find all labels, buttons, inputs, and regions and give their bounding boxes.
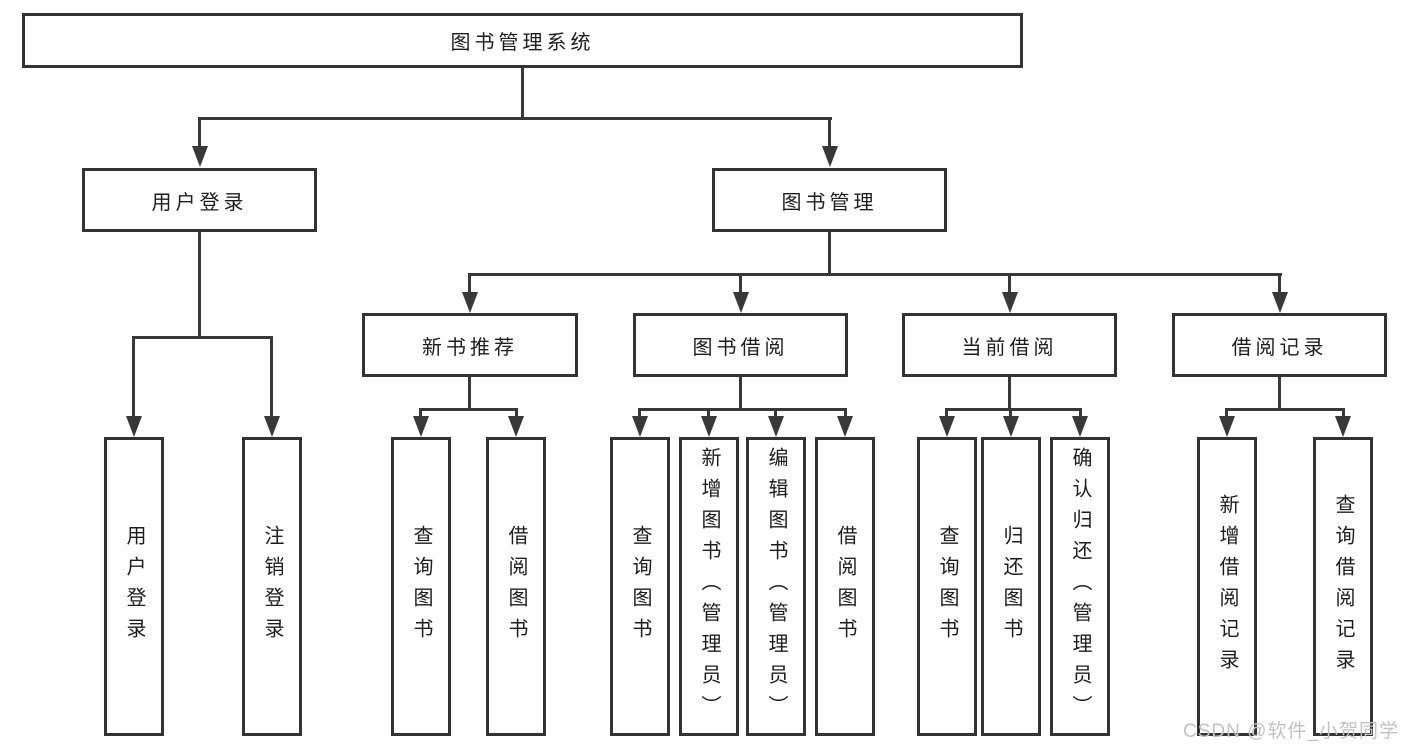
node-label: 新增图书（管理员）: [698, 447, 720, 726]
connector-line: [1342, 408, 1345, 418]
arrowhead-down-icon: [1002, 292, 1018, 313]
connector-line: [1225, 408, 1345, 411]
connector-line: [828, 117, 831, 148]
connector-line: [739, 273, 742, 295]
connector-line: [515, 408, 518, 418]
node-label: 图书管理: [781, 191, 878, 214]
arrowhead-down-icon: [1272, 292, 1288, 313]
connector-line: [419, 408, 518, 411]
connector-line: [419, 408, 422, 418]
connector-line: [945, 408, 1082, 411]
connector-line: [468, 273, 471, 295]
node-label: 归还图书: [1000, 524, 1022, 649]
connector-line: [270, 336, 273, 418]
node-label: 查询图书: [410, 524, 432, 649]
node-label: 借阅记录: [1231, 336, 1328, 359]
connector-line: [1079, 408, 1082, 418]
node-label: 新增借阅记录: [1216, 493, 1238, 680]
node-label: 确认归还（管理员）: [1069, 447, 1091, 726]
arrowhead-down-icon: [1219, 416, 1235, 437]
arrowhead-down-icon: [939, 416, 955, 437]
arrowhead-down-icon: [192, 146, 208, 167]
connector-line: [132, 336, 273, 339]
connector-line: [1008, 377, 1011, 411]
connector-line: [844, 408, 847, 418]
node-current-borrowing: 当前借阅: [902, 313, 1117, 377]
arrowhead-down-icon: [1335, 416, 1351, 437]
arrowhead-down-icon: [632, 416, 648, 437]
connector-line: [739, 377, 742, 411]
node-label: 用户登录: [123, 524, 145, 649]
connector-line: [1009, 408, 1012, 418]
connector-line: [707, 408, 710, 418]
node-query-books-current: 查询图书: [917, 437, 977, 736]
connector-line: [1008, 273, 1011, 295]
node-label: 查询借阅记录: [1332, 493, 1354, 680]
node-borrow-books-borrowing: 借阅图书: [815, 437, 875, 736]
connector-line: [468, 273, 1282, 276]
node-confirm-return-admin: 确认归还（管理员）: [1050, 437, 1110, 736]
node-book-management: 图书管理: [712, 168, 947, 232]
node-label: 借阅图书: [505, 524, 527, 649]
node-label: 查询图书: [629, 524, 651, 649]
node-label: 借阅图书: [834, 524, 856, 649]
arrowhead-down-icon: [413, 416, 429, 437]
connector-line: [132, 336, 135, 418]
connector-line: [828, 232, 831, 276]
node-query-borrow-record: 查询借阅记录: [1313, 437, 1373, 736]
node-logout: 注销登录: [242, 437, 302, 736]
node-borrow-books-recommend: 借阅图书: [486, 437, 546, 736]
node-add-borrow-record: 新增借阅记录: [1197, 437, 1257, 736]
connector-line: [774, 408, 777, 418]
arrowhead-down-icon: [768, 416, 784, 437]
arrowhead-down-icon: [733, 292, 749, 313]
connector-line: [468, 377, 471, 411]
node-label: 新书推荐: [422, 336, 518, 359]
connector-line: [1278, 273, 1281, 295]
node-add-books-admin: 新增图书（管理员）: [679, 437, 739, 736]
connector-line: [1278, 377, 1281, 411]
arrowhead-down-icon: [1003, 416, 1019, 437]
connector-line: [638, 408, 641, 418]
node-label: 注销登录: [261, 524, 283, 649]
connector-line: [1225, 408, 1228, 418]
node-label: 当前借阅: [961, 336, 1058, 359]
node-user-login-leaf: 用户登录: [104, 437, 164, 736]
arrowhead-down-icon: [837, 416, 853, 437]
node-query-books-recommend: 查询图书: [391, 437, 451, 736]
arrowhead-down-icon: [126, 416, 142, 437]
arrowhead-down-icon: [462, 292, 478, 313]
node-label: 用户登录: [151, 191, 248, 214]
arrowhead-down-icon: [1072, 416, 1088, 437]
node-label: 图书借阅: [692, 336, 789, 359]
node-label: 编辑图书（管理员）: [765, 447, 787, 726]
arrowhead-down-icon: [822, 146, 838, 167]
connector-line: [945, 408, 948, 418]
node-borrowing-records: 借阅记录: [1172, 313, 1387, 377]
connector-line: [198, 232, 201, 339]
node-label: 查询图书: [936, 524, 958, 649]
connector-line: [521, 68, 524, 117]
node-return-books: 归还图书: [981, 437, 1041, 736]
node-edit-books-admin: 编辑图书（管理员）: [746, 437, 806, 736]
node-new-book-recommendation: 新书推荐: [362, 313, 578, 377]
node-query-books-borrowing: 查询图书: [610, 437, 670, 736]
node-label: 图书管理系统: [450, 32, 595, 54]
node-book-borrowing: 图书借阅: [633, 313, 848, 377]
watermark: CSDN @软件_小贺同学: [1183, 721, 1399, 742]
arrowhead-down-icon: [508, 416, 524, 437]
node-library-management-system: 图书管理系统: [22, 13, 1023, 68]
connector-line: [638, 408, 847, 411]
arrowhead-down-icon: [701, 416, 717, 437]
arrowhead-down-icon: [264, 416, 280, 437]
connector-line: [198, 117, 832, 120]
node-user-login: 用户登录: [82, 168, 317, 232]
connector-line: [198, 117, 201, 148]
